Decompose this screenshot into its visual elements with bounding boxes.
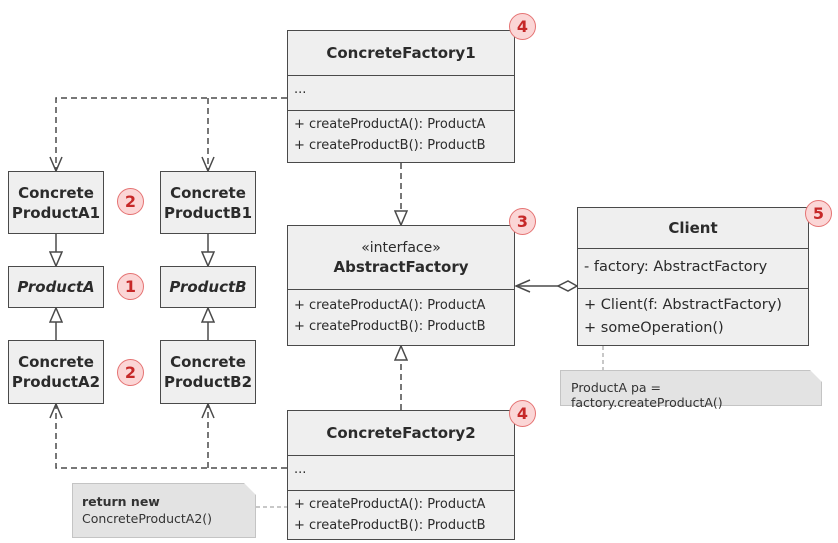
badge-product-a: 1 bbox=[117, 273, 144, 300]
note-fold-icon bbox=[244, 483, 256, 495]
concrete-factory2-class[interactable]: ConcreteFactory2 ... + createProductA():… bbox=[287, 410, 515, 540]
concrete-factory1-operations: + createProductA(): ProductA + createPro… bbox=[288, 110, 514, 164]
concrete-factory2-fields: ... bbox=[288, 455, 514, 490]
product-realization-edges bbox=[56, 234, 208, 340]
concrete-product-b1-label: Concrete ProductB1 bbox=[163, 183, 253, 222]
factory2-note-bold: return new bbox=[82, 494, 160, 509]
concrete-product-b2-box[interactable]: Concrete ProductB2 bbox=[160, 340, 256, 404]
factory2-note: return new ConcreteProductA2() bbox=[72, 483, 256, 538]
concrete-factory1-op: + createProductB(): ProductB bbox=[294, 138, 486, 153]
cf1-creates-products-edge bbox=[56, 97, 287, 171]
client-operations: + Client(f: AbstractFactory) + someOpera… bbox=[578, 288, 808, 347]
concrete-product-b1-box[interactable]: Concrete ProductB1 bbox=[160, 171, 256, 234]
concrete-product-a2-box[interactable]: Concrete ProductA2 bbox=[8, 340, 104, 404]
concrete-product-a1-label: Concrete ProductA1 bbox=[11, 183, 101, 222]
concrete-factory2-op: + createProductB(): ProductB bbox=[294, 518, 486, 533]
product-b-label: ProductB bbox=[169, 278, 247, 296]
concrete-product-a1-box[interactable]: Concrete ProductA1 bbox=[8, 171, 104, 234]
client-op: + someOperation() bbox=[584, 320, 724, 336]
client-title: Client bbox=[668, 219, 718, 237]
concrete-factory2-op: + createProductA(): ProductA bbox=[294, 497, 486, 512]
badge-concrete-factory1: 4 bbox=[509, 13, 536, 40]
abstract-factory-op: + createProductB(): ProductB bbox=[294, 319, 486, 334]
abstract-factory-name: AbstractFactory bbox=[333, 257, 469, 276]
concrete-factory1-title: ConcreteFactory1 bbox=[326, 44, 476, 62]
concrete-factory1-fields: ... bbox=[288, 75, 514, 110]
factory2-note-text: ConcreteProductA2() bbox=[82, 511, 213, 526]
badge-concrete-product-a2: 2 bbox=[117, 359, 144, 386]
concrete-factory1-class[interactable]: ConcreteFactory1 ... + createProductA():… bbox=[287, 30, 515, 163]
badge-concrete-factory2: 4 bbox=[509, 400, 536, 427]
client-note-text: ProductA pa = factory.createProductA() bbox=[571, 380, 723, 410]
client-class[interactable]: Client - factory: AbstractFactory + Clie… bbox=[577, 207, 809, 346]
badge-client: 5 bbox=[805, 200, 832, 227]
product-a-label: ProductA bbox=[17, 278, 95, 296]
note-connectors bbox=[256, 346, 604, 508]
product-b-box[interactable]: ProductB bbox=[160, 266, 256, 308]
cf2-creates-products-edge bbox=[56, 404, 287, 469]
client-note: ProductA pa = factory.createProductA() bbox=[560, 370, 822, 410]
product-a-box[interactable]: ProductA bbox=[8, 266, 104, 308]
badge-abstract-factory: 3 bbox=[509, 208, 536, 235]
abstract-factory-op: + createProductA(): ProductA bbox=[294, 298, 486, 313]
abstract-factory-operations: + createProductA(): ProductA + createPro… bbox=[288, 289, 514, 347]
abstract-factory-interface[interactable]: «interface» AbstractFactory + createProd… bbox=[287, 225, 515, 346]
concrete-product-a2-label: Concrete ProductA2 bbox=[11, 353, 101, 391]
abstract-factory-title: «interface» AbstractFactory bbox=[288, 226, 514, 289]
abstract-factory-stereotype: «interface» bbox=[361, 239, 441, 256]
client-op: + Client(f: AbstractFactory) bbox=[584, 297, 782, 313]
concrete-factory2-operations: + createProductA(): ProductA + createPro… bbox=[288, 490, 514, 541]
concrete-factory1-op: + createProductA(): ProductA bbox=[294, 117, 486, 132]
note-fold-icon bbox=[810, 370, 822, 382]
client-fields: - factory: AbstractFactory bbox=[578, 248, 808, 288]
concrete-product-b2-label: Concrete ProductB2 bbox=[163, 353, 253, 391]
badge-concrete-product-a1: 2 bbox=[117, 188, 144, 215]
concrete-factory2-title: ConcreteFactory2 bbox=[326, 424, 476, 442]
